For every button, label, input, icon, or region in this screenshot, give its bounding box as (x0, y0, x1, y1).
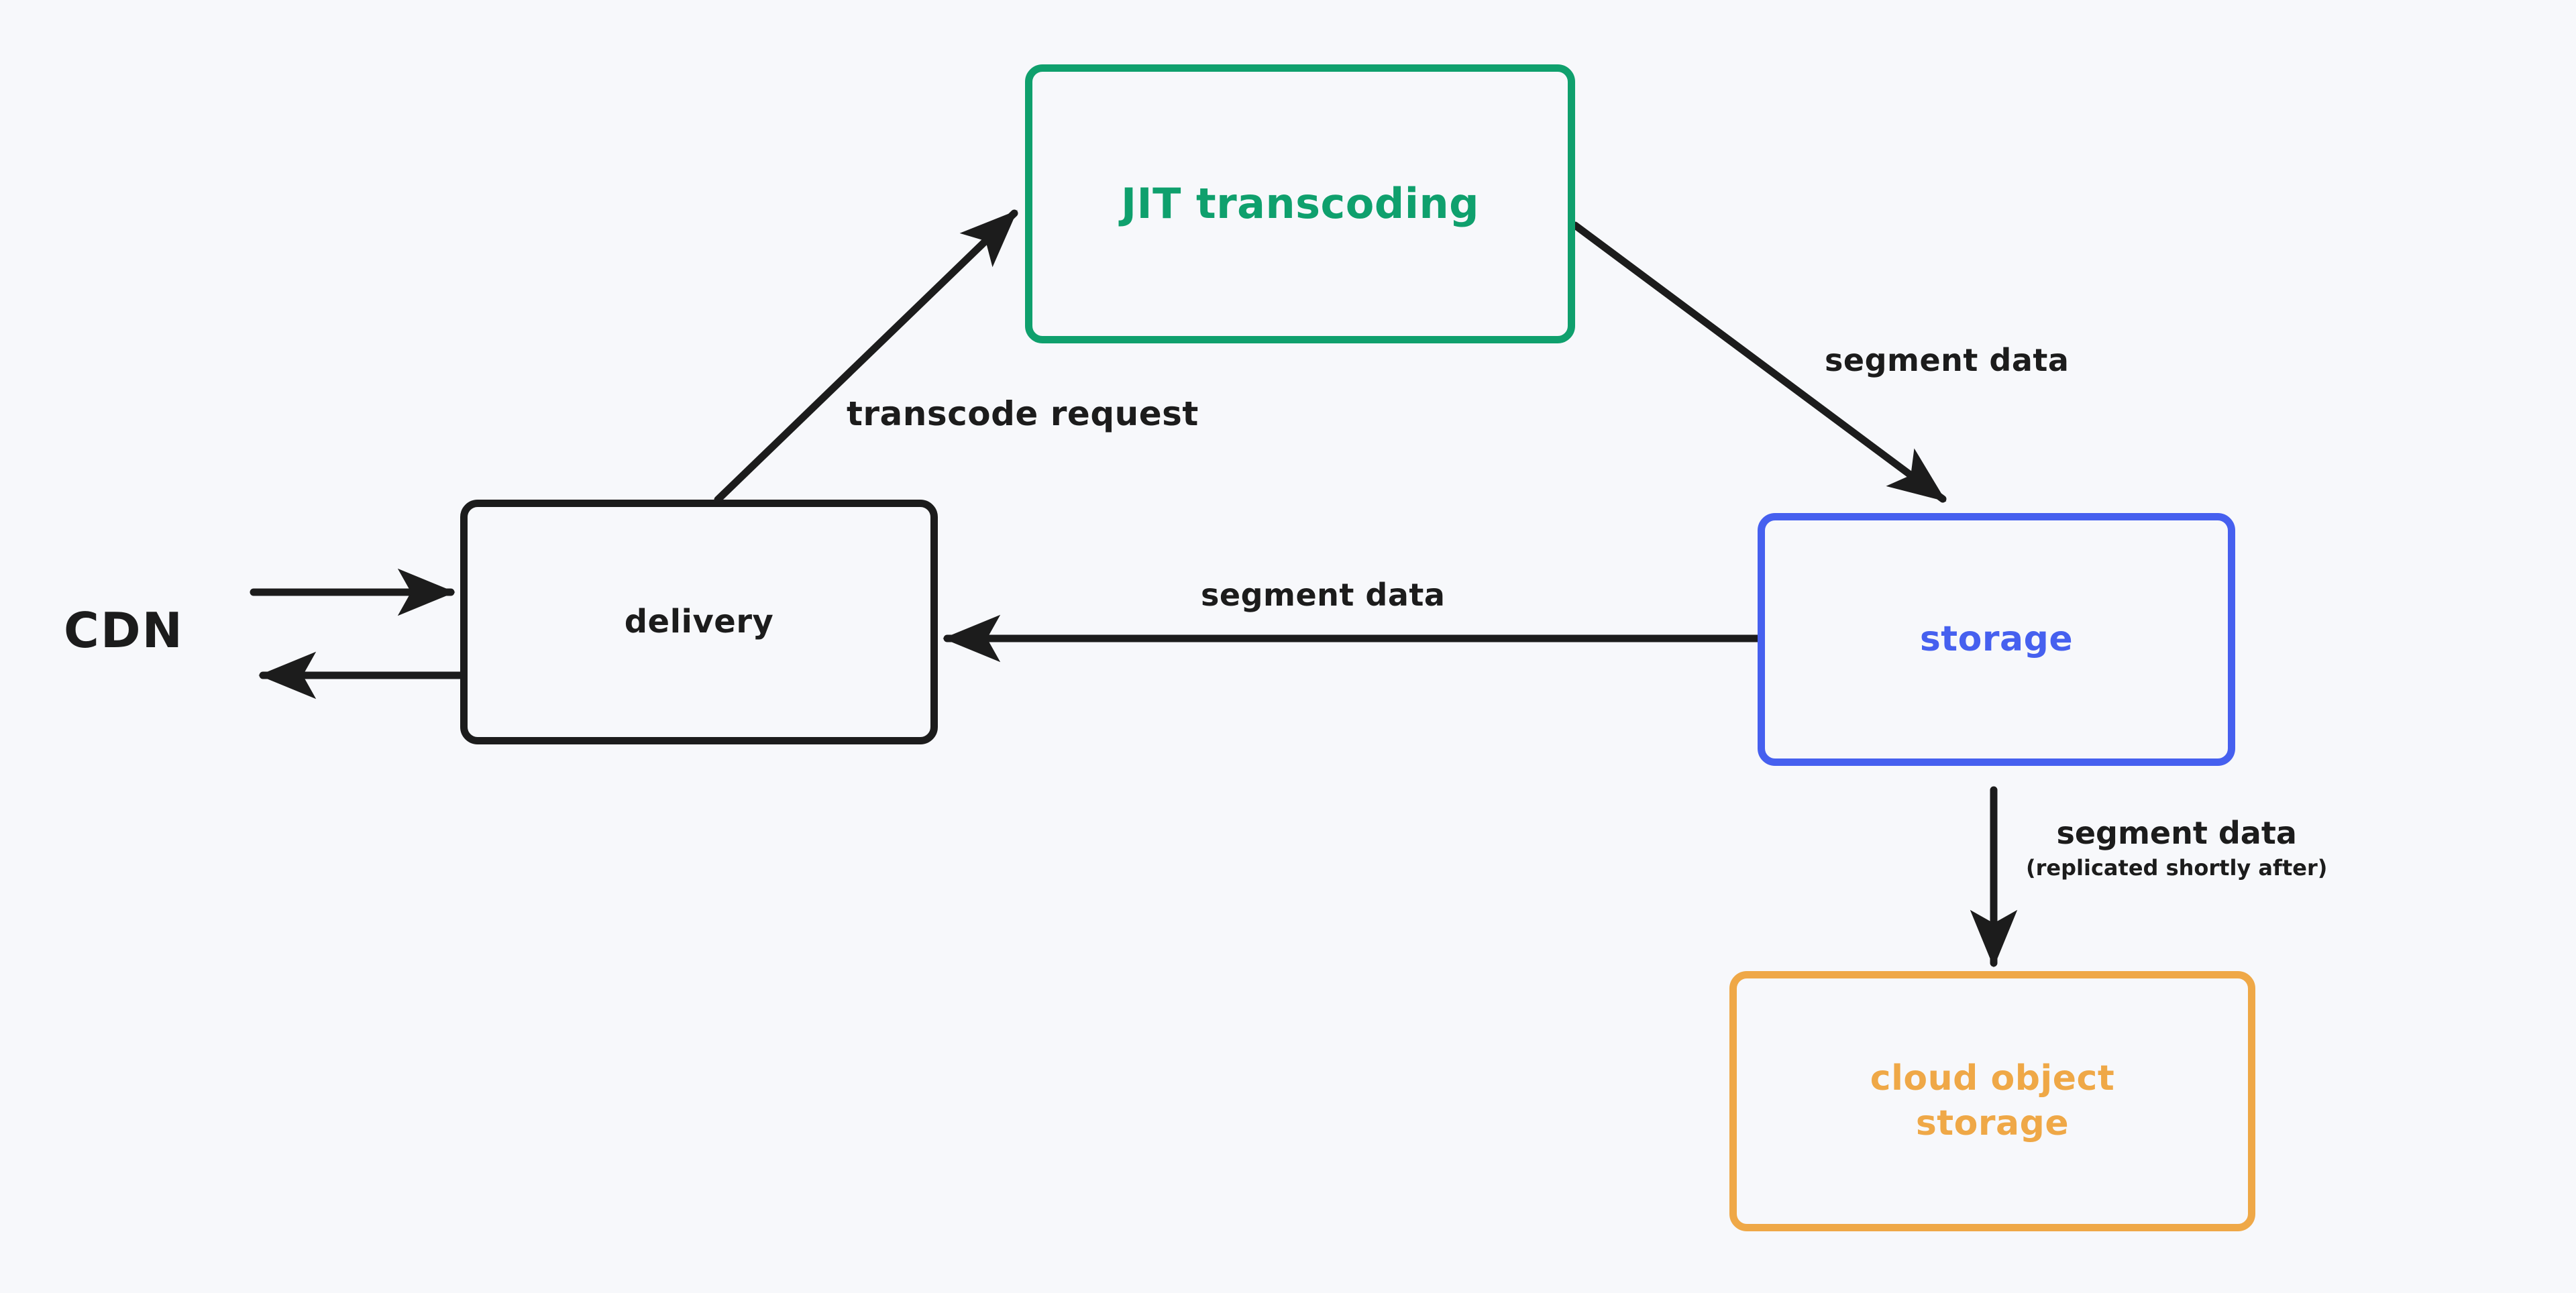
edge-label-segment-data-replicated-note: (replicated shortly after) (2026, 855, 2328, 881)
node-jit-transcoding[interactable]: JIT transcoding (1025, 64, 1575, 343)
node-delivery-label: delivery (624, 602, 774, 640)
edge-label-transcode-request: transcode request (847, 394, 1199, 433)
node-cloud-object-storage[interactable]: cloud object storage (1729, 971, 2255, 1231)
edge-jit-to-storage (1571, 221, 1947, 503)
node-cloud-object-storage-label: cloud object storage (1870, 1058, 2115, 1143)
node-cdn-label: CDN (64, 602, 184, 659)
node-delivery[interactable]: delivery (460, 500, 938, 744)
edge-label-segment-data-replicated: segment data (replicated shortly after) (2026, 815, 2327, 881)
edge-label-segment-data-jit-to-storage: segment data (1825, 342, 2070, 378)
node-storage-label: storage (1919, 619, 2074, 660)
edge-label-segment-data-storage-to-delivery: segment data (1201, 577, 1446, 613)
node-storage[interactable]: storage (1758, 513, 2235, 766)
edge-label-segment-data-replicated-line1: segment data (2056, 815, 2297, 851)
edge-delivery-to-jit (714, 209, 1018, 504)
node-jit-transcoding-label: JIT transcoding (1120, 179, 1480, 229)
